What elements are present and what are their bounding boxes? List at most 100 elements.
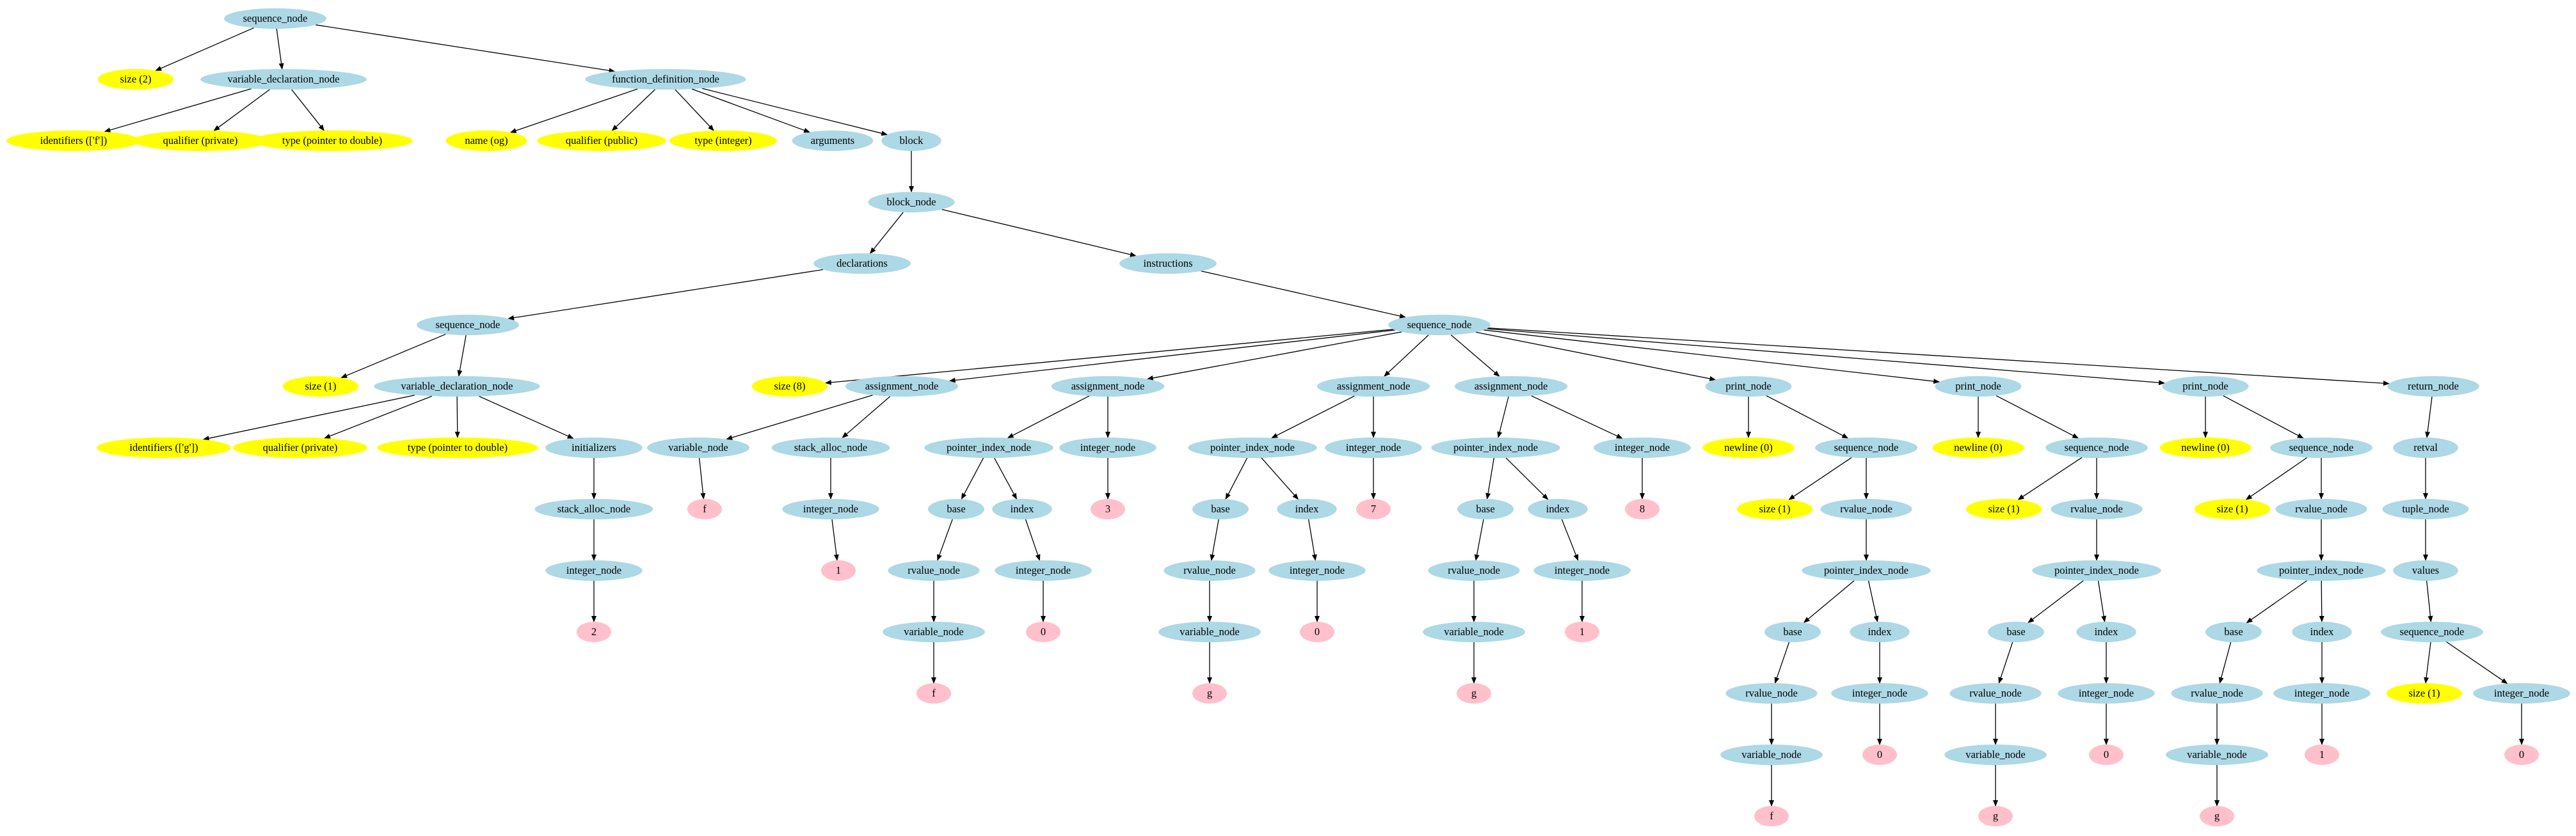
tree-node: g (1457, 683, 1491, 704)
node-ellipse (1932, 438, 2024, 458)
node-label: retval (2413, 441, 2438, 453)
tree-node: newline (0) (1702, 438, 1795, 458)
tree-node: assignment_node (845, 376, 959, 397)
node-label: rvalue_node (2295, 503, 2348, 515)
tree-node: integer_node (1059, 438, 1156, 458)
node-ellipse (2162, 376, 2249, 397)
tree-node: pointer_index_node (2032, 560, 2161, 581)
node-label: name (og) (465, 134, 508, 146)
node-ellipse (445, 130, 527, 151)
tree-node: index (1277, 499, 1337, 519)
node-label: sequence_node (2065, 441, 2129, 453)
node-label: 0 (2519, 748, 2524, 761)
tree-edge (202, 395, 415, 441)
node-label: integer_node (1080, 441, 1135, 453)
tree-edge (699, 457, 706, 500)
tree-node: print_node (2162, 376, 2249, 397)
tree-node: print_node (1705, 376, 1792, 397)
tree-edge (1201, 271, 1407, 319)
tree-node: 1 (1565, 622, 1599, 642)
edge-layer (104, 24, 2524, 807)
node-label: newline (0) (1954, 441, 2003, 453)
node-ellipse (2382, 499, 2469, 519)
node-ellipse (545, 438, 643, 458)
tree-node: size (1) (2386, 683, 2463, 704)
node-label: arguments (811, 134, 854, 146)
tree-edge (1868, 580, 1879, 623)
node-ellipse (813, 253, 911, 274)
tree-edge (2017, 457, 2083, 500)
node-ellipse (992, 499, 1052, 519)
tree-node: 8 (1625, 499, 1660, 519)
tree-node: instructions (1119, 253, 1217, 274)
node-ellipse (1454, 376, 1568, 397)
tree-node: tuple_node (2382, 499, 2469, 519)
tree-node: rvalue_node (1820, 499, 1912, 519)
node-label: index (1868, 626, 1892, 638)
node-label: base (2006, 626, 2025, 638)
node-label: rvalue_node (908, 564, 960, 576)
node-ellipse (2393, 438, 2458, 458)
node-ellipse (647, 438, 749, 458)
tree-edge (961, 457, 984, 500)
node-ellipse (1457, 683, 1491, 704)
node-ellipse (1965, 499, 2042, 519)
node-label: g (2214, 810, 2220, 822)
tree-edge (1488, 327, 2390, 386)
node-label: print_node (2182, 380, 2228, 392)
tree-edge (1007, 395, 1090, 439)
node-ellipse (233, 438, 367, 458)
node-ellipse (751, 376, 828, 397)
node-label: integer_node (1615, 441, 1670, 453)
node-ellipse (1705, 376, 1792, 397)
tree-edge (1487, 328, 2166, 386)
tree-node: 0 (2504, 745, 2539, 765)
tree-node: newline (0) (2159, 438, 2252, 458)
node-label: integer_node (1016, 564, 1071, 576)
node-label: pointer_index_node (1210, 441, 1295, 453)
node-label: 0 (1315, 626, 1320, 638)
tree-node: block_node (868, 192, 955, 212)
node-label: tuple_node (2402, 503, 2449, 515)
tree-node: 7 (1356, 499, 1391, 519)
node-label: 1 (1580, 626, 1585, 638)
tree-node: identifiers (['f']) (6, 130, 141, 151)
node-ellipse (1802, 560, 1931, 581)
node-label: assignment_node (1071, 380, 1145, 392)
tree-node: sequence_node (1388, 315, 1491, 335)
node-ellipse (1026, 622, 1060, 642)
tree-edge (2425, 396, 2433, 439)
node-label: size (1) (1988, 503, 2019, 515)
tree-edge (1384, 335, 1429, 377)
tree-node: type (pointer to double) (252, 130, 413, 151)
node-ellipse (2381, 622, 2483, 642)
node-label: rvalue_node (2070, 503, 2123, 515)
node-ellipse (782, 499, 879, 519)
node-label: rvalue_node (1183, 564, 1236, 576)
node-ellipse (821, 560, 856, 581)
node-ellipse (1457, 499, 1514, 519)
tree-node: integer_node (1268, 560, 1366, 581)
tree-edge (1996, 395, 2079, 439)
tree-node: variable_node (647, 438, 749, 458)
tree-node: base (1988, 622, 2044, 642)
tree-node: arguments (792, 130, 874, 151)
tree-node: sequence_node (2270, 438, 2372, 458)
node-ellipse (2387, 376, 2479, 397)
node-label: integer_node (803, 503, 858, 515)
tree-node: integer_node (2058, 683, 2155, 704)
node-ellipse (1388, 315, 1491, 335)
tree-node: assignment_node (1051, 376, 1165, 397)
node-label: pointer_index_node (2054, 564, 2139, 576)
tree-node: integer_node (782, 499, 879, 519)
node-label: sequence_node (2400, 626, 2465, 638)
tree-edge (1766, 395, 1849, 439)
tree-node: return_node (2387, 376, 2479, 397)
node-ellipse (916, 683, 951, 704)
node-ellipse (2032, 560, 2161, 581)
tree-edge (937, 519, 953, 561)
tree-node: pointer_index_node (1802, 560, 1931, 581)
node-label: pointer_index_node (947, 441, 1031, 453)
